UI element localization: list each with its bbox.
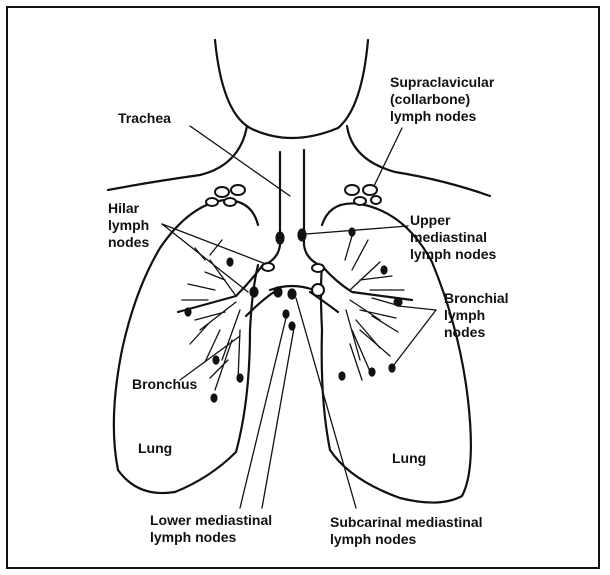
label-bronchial-line-1: Bronchial [444, 290, 509, 307]
label-lung-right-line-1: Lung [392, 450, 426, 467]
label-lung-left: Lung [138, 440, 172, 457]
label-hilar-line-2: lymph [108, 217, 149, 234]
label-bronchus: Bronchus [132, 376, 197, 393]
label-lower-mediastinal-lymph-nodes: Lower mediastinal lymph nodes [150, 512, 272, 546]
label-lower-mediastinal-line-2: lymph nodes [150, 529, 272, 546]
right-bronchial-tree [345, 236, 404, 380]
label-trachea-line-1: Trachea [118, 110, 171, 127]
label-subcarinal-line-1: Subcarinal mediastinal [330, 514, 483, 531]
label-bronchial-line-3: nodes [444, 324, 509, 341]
label-lower-mediastinal-line-1: Lower mediastinal [150, 512, 272, 529]
label-supraclavicular-lymph-nodes: Supraclavicular (collarbone) lymph nodes [390, 74, 494, 125]
label-bronchus-line-1: Bronchus [132, 376, 197, 393]
label-supraclavicular-line-3: lymph nodes [390, 108, 494, 125]
label-bronchial-lymph-nodes: Bronchial lymph nodes [444, 290, 509, 341]
label-upper-mediastinal-line-1: Upper [410, 212, 496, 229]
label-hilar-line-3: nodes [108, 234, 149, 251]
label-trachea: Trachea [118, 110, 171, 127]
label-supraclavicular-line-1: Supraclavicular [390, 74, 494, 91]
label-lung-right: Lung [392, 450, 426, 467]
label-bronchial-line-2: lymph [444, 307, 509, 324]
label-lung-left-line-1: Lung [138, 440, 172, 457]
label-subcarinal-line-2: lymph nodes [330, 531, 483, 548]
label-hilar-line-1: Hilar [108, 200, 149, 217]
bronchial-nodes [185, 228, 402, 402]
label-upper-mediastinal-line-3: lymph nodes [410, 246, 496, 263]
label-hilar-lymph-nodes: Hilar lymph nodes [108, 200, 149, 251]
label-subcarinal-mediastinal-lymph-nodes: Subcarinal mediastinal lymph nodes [330, 514, 483, 548]
label-upper-mediastinal-line-2: mediastinal [410, 229, 496, 246]
label-upper-mediastinal-lymph-nodes: Upper mediastinal lymph nodes [410, 212, 496, 263]
label-supraclavicular-line-2: (collarbone) [390, 91, 494, 108]
supraclavicular-nodes-right [345, 185, 381, 205]
